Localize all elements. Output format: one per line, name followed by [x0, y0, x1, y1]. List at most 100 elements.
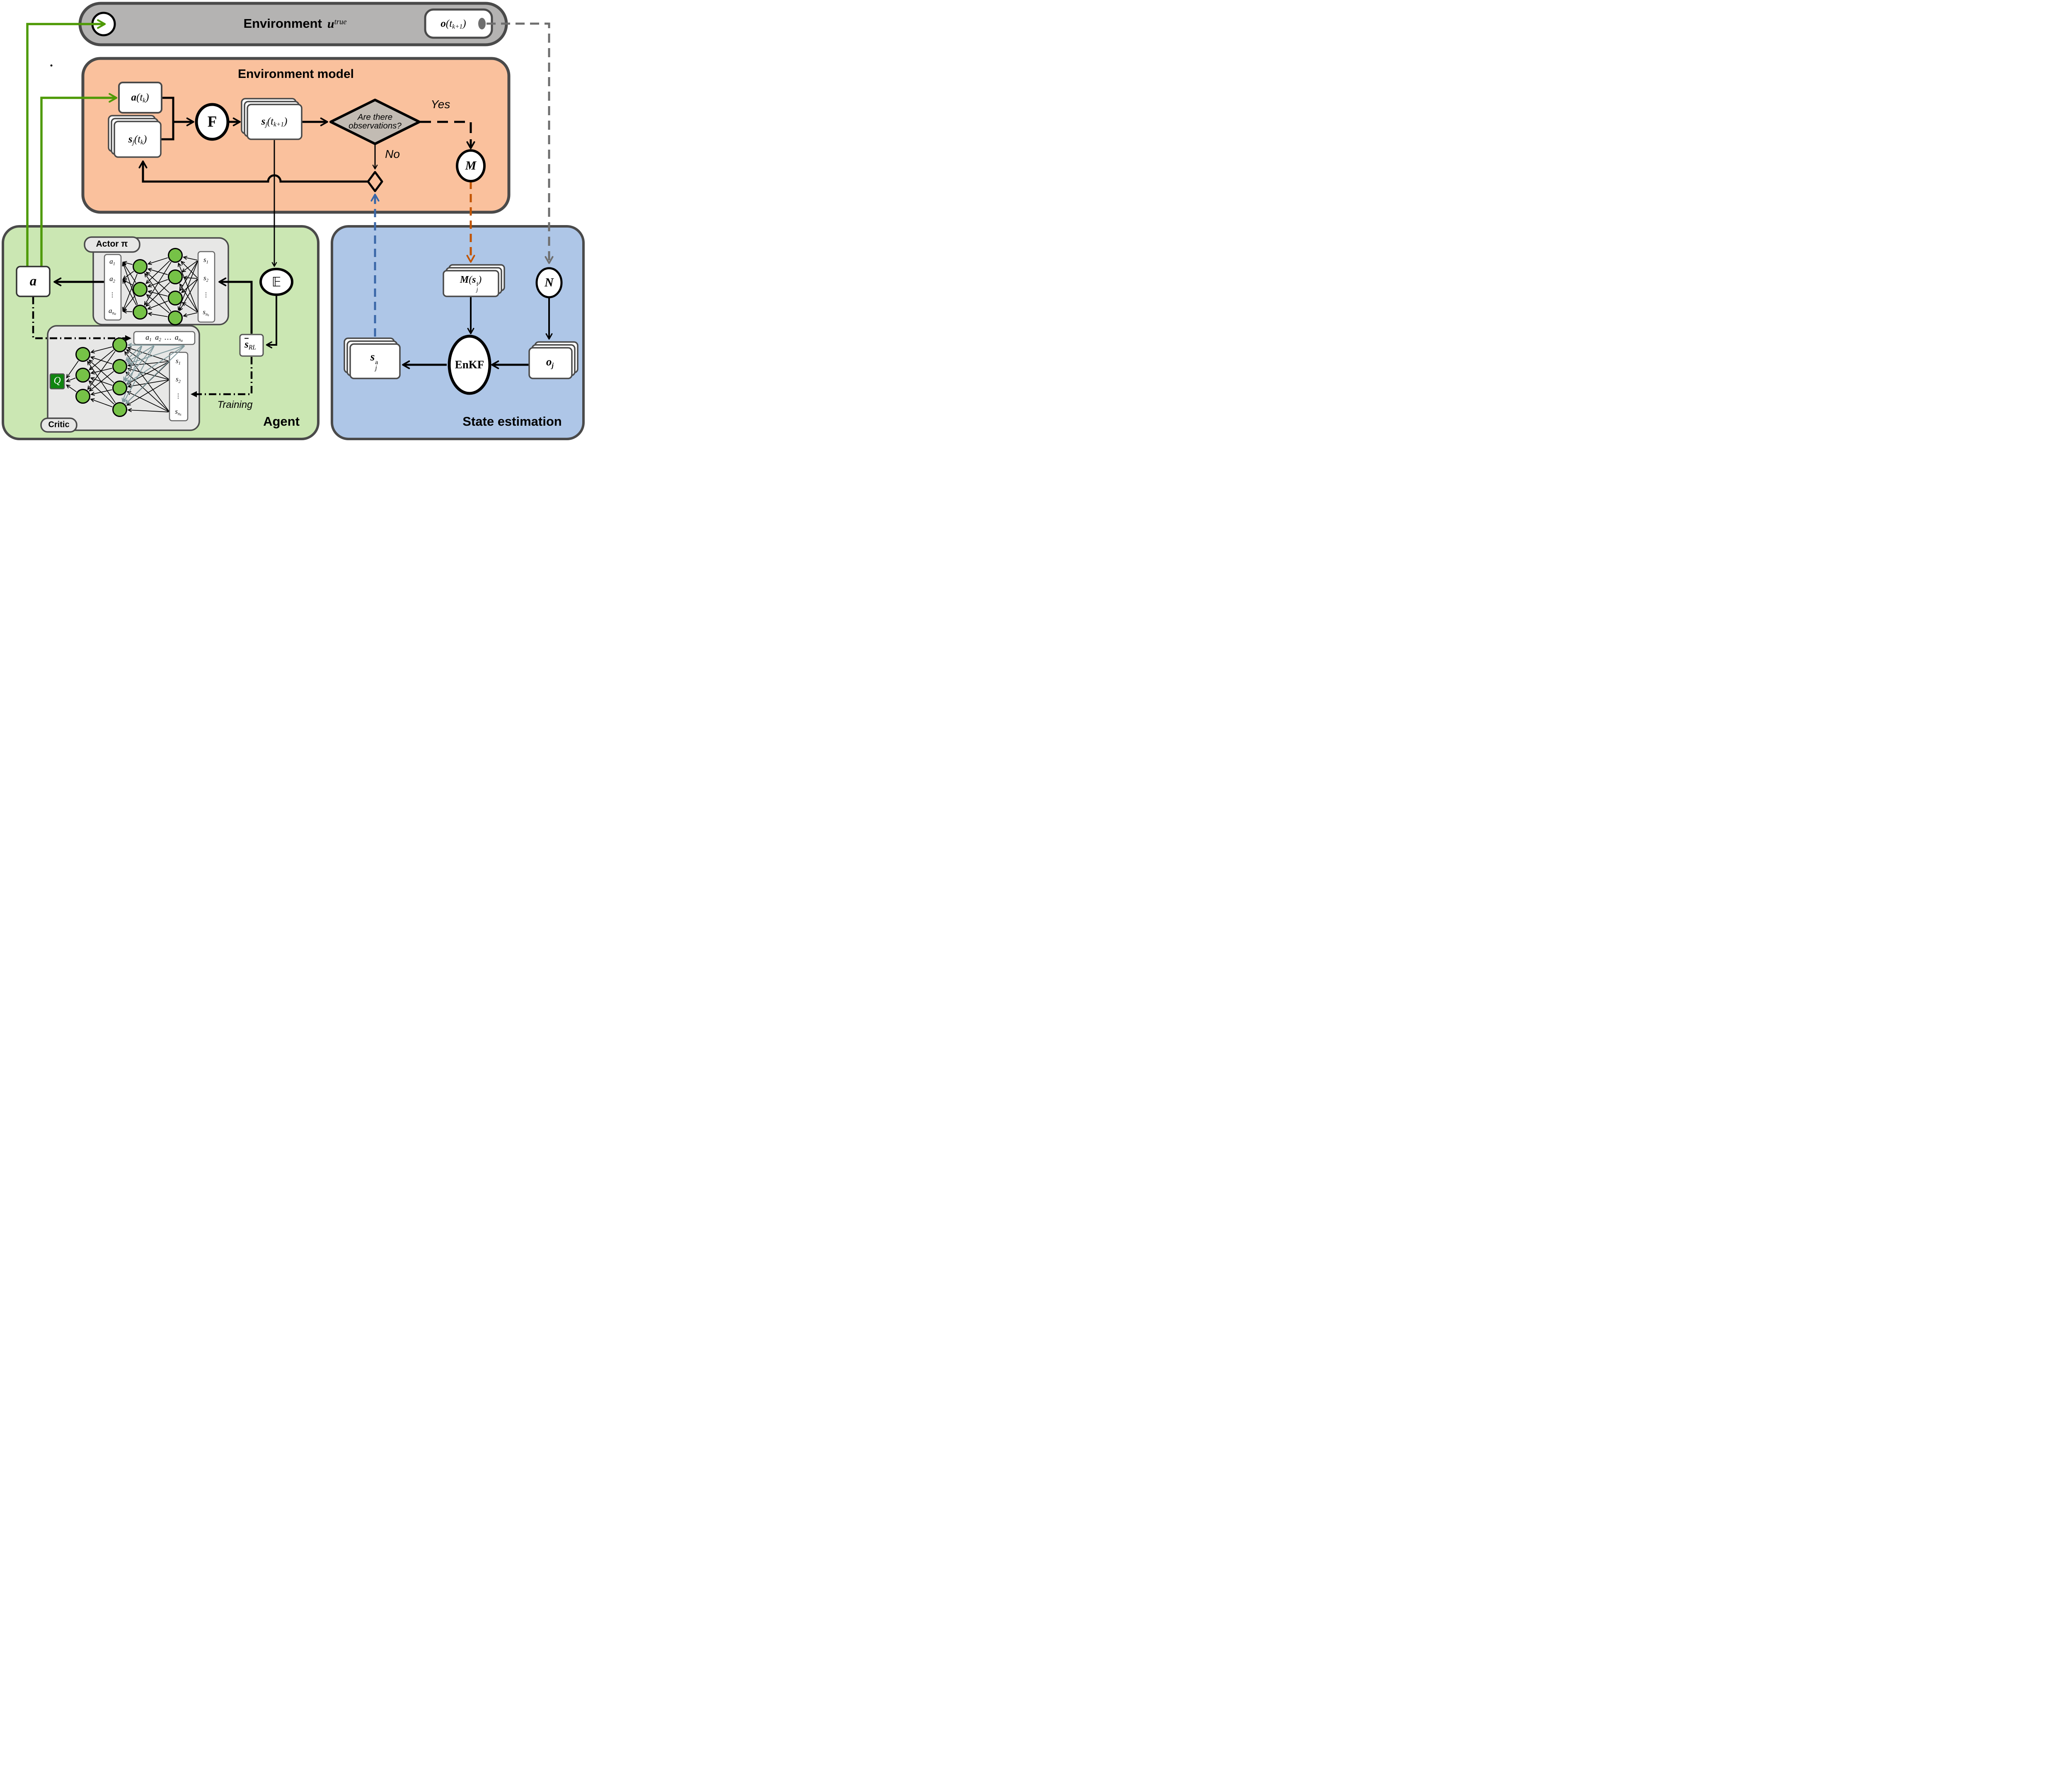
var: s — [128, 133, 133, 145]
observation-port-dot — [478, 18, 486, 29]
critic-input-dots: ⋮ — [175, 393, 182, 400]
expectation-to-srl-arrow — [266, 295, 277, 349]
var: a — [131, 92, 137, 103]
nn-edge — [125, 345, 142, 361]
nn-edge — [181, 260, 198, 273]
state-estimation-label: State estimation — [462, 414, 562, 429]
nn-edge — [124, 345, 155, 382]
actor-output-an: ana — [109, 307, 116, 316]
actor-hidden-node — [168, 310, 183, 325]
stack-page — [247, 104, 303, 140]
dots: … — [165, 333, 172, 342]
q-label: Q — [53, 375, 61, 386]
sub: k — [140, 139, 143, 146]
var: a — [109, 257, 113, 266]
observation-label: o(tk+1) — [441, 18, 466, 30]
observation-dashed-arrow — [487, 22, 554, 264]
diagram-art — [2, 2, 585, 440]
srl-label: sRL — [244, 339, 256, 351]
merge-diamond — [367, 171, 383, 192]
expectation-circle — [259, 268, 293, 296]
sup: a — [375, 358, 378, 366]
sub: n — [178, 337, 181, 343]
nn-edge — [90, 389, 112, 396]
nn-edge — [180, 261, 198, 279]
agent-label: Agent — [263, 414, 300, 429]
subsub: a — [114, 311, 116, 316]
enkf-circle — [448, 335, 491, 395]
training-dashdot-arrow — [191, 357, 253, 398]
nn-edge — [182, 256, 198, 261]
forecast-operator-label: F — [207, 113, 217, 131]
actor-title-pill — [84, 236, 140, 253]
text: ) — [143, 133, 147, 145]
s-tk-label: sj(tk) — [128, 133, 147, 145]
network-edges — [65, 256, 198, 412]
nn-edge — [123, 346, 155, 403]
sub: 2 — [113, 279, 115, 284]
sub: j — [265, 121, 267, 128]
oj-stack — [528, 341, 579, 379]
nn-edge — [126, 345, 154, 363]
actor-input-s2: s2 — [203, 274, 208, 283]
nn-edge — [122, 262, 138, 305]
no-label: No — [385, 148, 400, 160]
srl-box — [239, 334, 264, 357]
action-to-model-line — [40, 93, 118, 267]
sub: k — [143, 97, 146, 104]
decision-text: Are there observations? — [349, 113, 402, 130]
nn-edge — [122, 274, 138, 312]
s-tk1-label: sj(tk+1) — [261, 116, 288, 128]
nn-edge — [124, 351, 169, 412]
text: (t — [136, 92, 143, 103]
nn-edge — [88, 380, 114, 405]
srl-to-actor-arrow — [218, 277, 253, 334]
sub: n — [178, 412, 180, 417]
actor-output-dots: ⋮ — [109, 291, 116, 298]
decision-line1: Are there — [357, 112, 393, 122]
sup: f — [476, 281, 479, 288]
oj-label: oj — [546, 355, 554, 369]
sub: j — [132, 139, 134, 146]
subsub: s — [180, 412, 182, 417]
actor-hidden-node — [168, 269, 183, 284]
nn-edge — [122, 271, 134, 280]
nn-edge — [90, 356, 113, 364]
nn-edge — [122, 279, 137, 305]
nn-edge — [66, 361, 79, 379]
nn-edge — [144, 273, 171, 312]
critic-input-s2: s2 — [176, 375, 181, 384]
var: s — [261, 116, 266, 127]
title-text: Environment — [243, 16, 322, 31]
nn-edge — [126, 349, 169, 380]
action-to-environment-line — [26, 19, 106, 267]
noise-label: N — [545, 276, 554, 289]
var: o — [441, 18, 446, 29]
nn-edge — [147, 257, 168, 265]
a-tk-box — [118, 82, 162, 114]
expectation-label: 𝔼 — [271, 275, 281, 290]
critic-input-sn: sns — [175, 407, 181, 417]
nn-edge — [148, 312, 168, 317]
nn-edge — [127, 367, 169, 380]
var: a — [155, 333, 159, 342]
critic-hidden-node — [112, 359, 127, 374]
var: s — [176, 375, 179, 383]
critic-hidden-node — [75, 347, 90, 362]
text: (t — [267, 116, 274, 127]
sub: 1 — [206, 260, 208, 265]
sub: 1 — [178, 361, 181, 366]
measurement-operator-circle — [456, 149, 486, 182]
stack-page — [443, 270, 499, 297]
text: ) — [284, 116, 288, 127]
nn-edge — [89, 349, 114, 371]
var: s — [203, 256, 206, 264]
feedback-line — [138, 160, 368, 183]
q-box — [49, 373, 65, 390]
critic-input-s1: s1 — [176, 357, 181, 366]
sub: j — [375, 364, 377, 372]
action-to-critic-dashdot — [32, 297, 131, 342]
